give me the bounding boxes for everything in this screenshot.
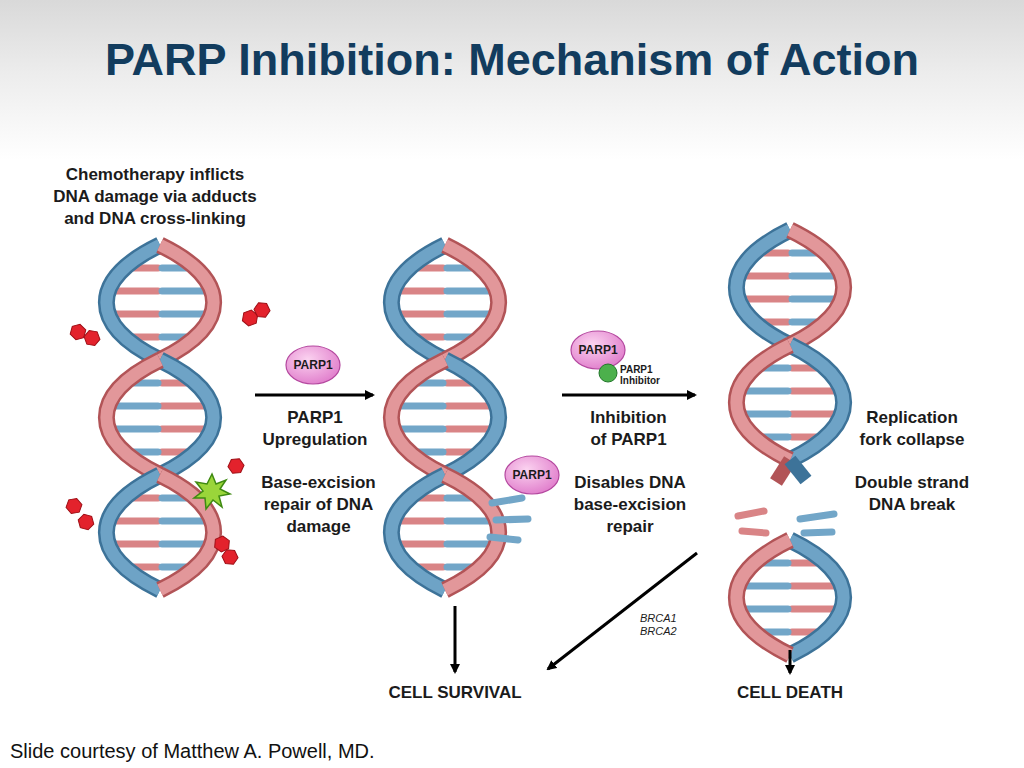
step-label: Double strand DNA break	[847, 472, 977, 516]
adduct-symbol	[252, 299, 273, 320]
broken-base	[492, 498, 522, 503]
step-label: PARP1 Upregulation	[255, 407, 375, 451]
process-arrow	[562, 394, 695, 397]
parp1-oval: PARP1	[504, 455, 560, 495]
dna-helix	[736, 230, 843, 655]
dna-helix	[106, 245, 213, 590]
helix-segment	[391, 245, 498, 360]
broken-base	[496, 519, 528, 520]
rescue-arrow	[548, 553, 697, 669]
outcome-arrow	[454, 606, 457, 672]
oval-outline	[571, 331, 625, 369]
helix-segment	[391, 360, 498, 475]
helix-segment	[106, 360, 213, 475]
broken-base	[490, 537, 518, 540]
inhibitor-label: PARP1 Inhibitor	[620, 364, 672, 386]
node-label: PARP1	[504, 455, 560, 495]
outcome-label: CELL DEATH	[680, 682, 900, 704]
node-label: PARP1	[285, 345, 341, 385]
inhibitor-dot	[598, 362, 620, 384]
step-heading: Chemotherapy inflicts DNA damage via add…	[45, 164, 265, 230]
slide-credit: Slide courtesy of Matthew A. Powell, MD.	[10, 738, 375, 764]
broken-base	[738, 511, 764, 516]
dna-helix	[391, 245, 528, 590]
node-label: PARP1	[570, 330, 626, 370]
broken-base	[742, 531, 766, 533]
step-label: Disables DNA base-excision repair	[560, 472, 700, 538]
gene-label: BRCA1	[640, 612, 680, 625]
helix-segment	[736, 345, 843, 460]
helix-segment	[391, 475, 498, 590]
outcome-label: CELL SURVIVAL	[345, 682, 565, 704]
broken-base	[804, 532, 832, 533]
dna-adducts	[65, 299, 273, 567]
step-label: Base-excision repair of DNA damage	[251, 472, 386, 538]
adduct-symbol	[75, 511, 96, 532]
parp1-oval: PARP1	[285, 345, 341, 385]
broken-base	[800, 514, 834, 519]
oval-outline	[286, 346, 340, 384]
helix-segment	[106, 475, 213, 590]
parp1-oval: PARP1	[570, 330, 626, 370]
adduct-symbol	[220, 546, 241, 567]
broken-strand	[790, 460, 806, 480]
damage-burst	[194, 474, 230, 509]
gene-label: BRCA2	[640, 625, 680, 638]
step-label: Replication fork collapse	[851, 407, 973, 451]
inhibitor-circle	[599, 364, 617, 382]
adduct-symbol	[65, 496, 84, 516]
step-label: Inhibition of PARP1	[581, 407, 676, 451]
adduct-symbol	[69, 322, 87, 341]
inhibitor-node: PARP1 Inhibitor	[598, 362, 674, 388]
helix-segment	[106, 245, 213, 360]
slide-title: PARP Inhibition: Mechanism of Action	[0, 30, 1024, 90]
outcome-arrow	[789, 650, 792, 673]
oval-outline	[505, 456, 559, 494]
adduct-symbol	[226, 456, 245, 476]
adduct-symbol	[81, 327, 102, 348]
process-arrow	[255, 394, 373, 397]
helix-segment	[736, 230, 843, 345]
helix-segment	[736, 540, 843, 655]
